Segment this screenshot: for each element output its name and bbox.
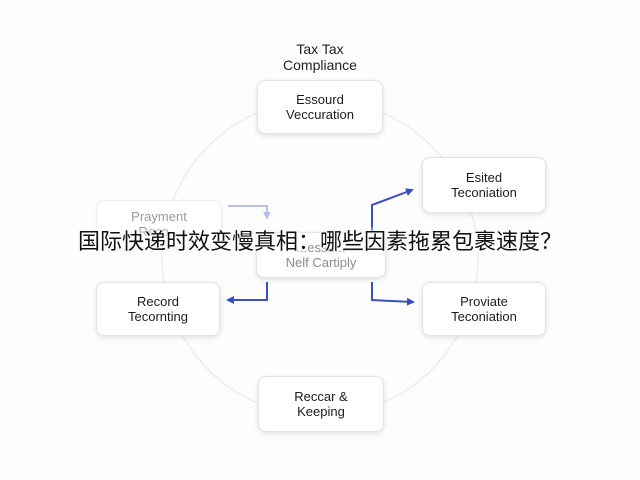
node-top: Essourd Veccuration: [257, 80, 383, 134]
node-center-line-1: ...essa...: [296, 240, 346, 255]
node-left-faded-line-1: Prayment: [131, 209, 187, 224]
node-center: ...essa... Nelf Cartiply: [256, 232, 386, 278]
node-left-line-1: Record: [137, 294, 179, 309]
node-left-faded-line-2: Reco...: [138, 224, 180, 239]
arrow-to-upper-right: [371, 188, 414, 236]
node-right: Proviate Teconiation: [422, 282, 546, 336]
node-top-line-1: Essourd: [296, 92, 344, 107]
node-left-line-2: Tecornting: [128, 309, 188, 324]
node-center-line-2: Nelf Cartiply: [285, 255, 357, 270]
node-right-line-2: Teconiation: [451, 309, 517, 324]
node-bottom-line-2: Keeping: [297, 404, 345, 419]
node-upper-right: Esited Teconiation: [422, 157, 546, 213]
arrow-to-center-faded: [228, 205, 271, 220]
node-left: Record Tecornting: [96, 282, 220, 336]
node-right-line-1: Proviate: [460, 294, 508, 309]
diagram-title-line-2: Compliance: [283, 57, 357, 73]
node-top-line-2: Veccuration: [286, 107, 354, 122]
arrow-to-proviate: [371, 282, 415, 306]
diagram-title: Tax Tax Compliance: [245, 41, 395, 73]
node-bottom: Reccar & Keeping: [258, 376, 384, 432]
arrow-to-record: [226, 282, 268, 304]
diagram-title-line-1: Tax Tax: [296, 41, 344, 57]
node-left-faded: Prayment Reco...: [96, 200, 222, 248]
node-bottom-line-1: Reccar &: [294, 389, 348, 404]
node-upper-right-line-1: Esited: [465, 170, 503, 185]
overlay-caption: 国际快递时效变慢真相：哪些因素拖累包裹速度？: [77, 230, 562, 255]
node-upper-right-line-2: Teconiation: [451, 185, 517, 200]
